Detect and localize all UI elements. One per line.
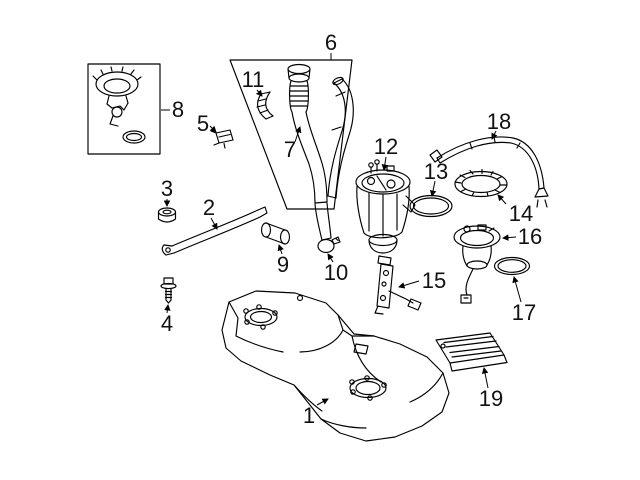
leader-line-1 bbox=[316, 398, 329, 406]
leader-line-4 bbox=[164, 304, 171, 314]
callout-12: 12 bbox=[374, 134, 398, 159]
callout-9: 9 bbox=[277, 252, 289, 277]
callout-labels: 1 2 3 4 5 6 7 8 9 10 11 12 13 14 15 16 1… bbox=[161, 30, 542, 428]
leader-line-10 bbox=[327, 253, 334, 263]
callout-1: 1 bbox=[303, 403, 315, 428]
leader-line-12 bbox=[381, 156, 389, 171]
part-15-fuel-level-sensor bbox=[374, 255, 422, 315]
leader-line-9 bbox=[277, 244, 284, 255]
part-3-grommet bbox=[157, 207, 177, 223]
callout-5: 5 bbox=[197, 111, 209, 136]
part-6-filler-neck-assembly bbox=[229, 59, 354, 210]
callout-11: 11 bbox=[242, 67, 265, 92]
callout-13: 13 bbox=[424, 159, 448, 184]
part-19-mounting-bracket bbox=[435, 332, 508, 372]
leader-line-7 bbox=[294, 126, 302, 143]
leader-line-16 bbox=[502, 234, 517, 241]
callout-8: 8 bbox=[172, 97, 184, 122]
part-18-vent-tube bbox=[429, 136, 549, 208]
part-9-bushing bbox=[260, 222, 291, 245]
part-12-fuel-pump-module bbox=[355, 159, 416, 254]
callout-16: 16 bbox=[518, 224, 542, 249]
leader-line-13 bbox=[429, 180, 437, 197]
leader-line-17 bbox=[512, 276, 522, 303]
part-7-filler-pipe bbox=[287, 63, 328, 204]
part-11-breather-hose bbox=[256, 91, 274, 120]
leader-line-19 bbox=[481, 367, 489, 389]
part-8-fuel-cap bbox=[92, 66, 146, 144]
callout-10: 10 bbox=[324, 260, 348, 285]
callout-4: 4 bbox=[161, 311, 173, 336]
callout-17: 17 bbox=[512, 300, 536, 325]
part-14-lock-ring bbox=[454, 168, 508, 198]
leader-lines bbox=[161, 53, 522, 406]
callout-15: 15 bbox=[422, 268, 446, 293]
leader-line-14 bbox=[497, 194, 507, 205]
part-8-fuel-cap-assembly bbox=[87, 63, 161, 155]
part-16-fuel-sender-unit bbox=[453, 224, 501, 304]
part-5-clip bbox=[210, 129, 234, 149]
leader-line-11 bbox=[255, 89, 263, 97]
part-13-pump-seal-ring bbox=[409, 194, 453, 218]
callout-3: 3 bbox=[161, 176, 173, 201]
part-17-sender-seal-ring bbox=[493, 256, 531, 276]
part-4-bolt bbox=[160, 277, 177, 304]
callout-19: 19 bbox=[479, 386, 503, 411]
leader-line-5 bbox=[209, 125, 217, 133]
detail-box-filler-neck bbox=[229, 59, 353, 210]
detail-box-fuel-cap bbox=[87, 63, 161, 155]
callout-18: 18 bbox=[487, 109, 511, 134]
part-1-fuel-tank bbox=[221, 290, 450, 442]
callout-14: 14 bbox=[509, 201, 533, 226]
filler-vent-hose bbox=[327, 76, 354, 199]
leader-line-15 bbox=[398, 280, 420, 289]
leader-line-18 bbox=[491, 130, 498, 140]
leader-line-2 bbox=[210, 217, 218, 230]
part-10-hose-clamp bbox=[317, 236, 341, 254]
callout-2: 2 bbox=[203, 195, 215, 220]
callout-6: 6 bbox=[325, 30, 337, 55]
callout-7: 7 bbox=[284, 137, 296, 162]
